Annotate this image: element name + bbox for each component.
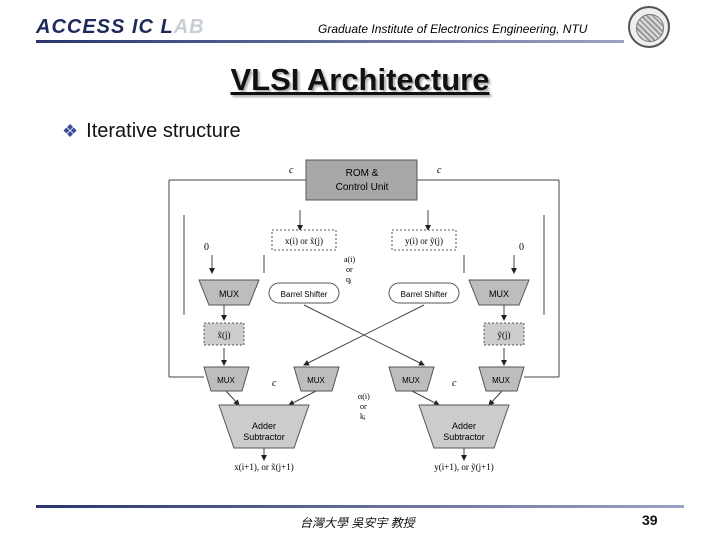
register-y-mid <box>483 322 525 346</box>
register-x-top <box>271 229 337 251</box>
c-label-right: c <box>437 165 442 176</box>
mux-top-right <box>468 279 530 306</box>
iterative-structure-diagram: ROM & Control Unit c c 0 0 x(i) or x̃(j)… <box>168 159 560 472</box>
rom-control-unit <box>305 159 418 201</box>
rom-label-2: Control Unit <box>336 182 389 193</box>
side2-a-label: α(i) <box>358 392 370 401</box>
zero-label-right: 0 <box>519 242 524 253</box>
mux-bottom-2 <box>293 366 340 392</box>
page-number: 39 <box>642 512 658 528</box>
side-a-label: a(i) <box>344 255 355 264</box>
slide-title: VLSI Architecture <box>230 62 490 97</box>
institute-name: Graduate Institute of Electronics Engine… <box>318 22 588 36</box>
mux-bottom-1 <box>203 366 250 392</box>
register-y-top <box>391 229 457 251</box>
mux-top-left <box>198 279 260 306</box>
adder-subtractor-right <box>418 404 510 449</box>
register-x-top-label: x(i) or x̃(j) <box>285 236 323 246</box>
register-x-mid-label: x̃(j) <box>218 330 231 340</box>
mux-top-left-label: MUX <box>219 289 239 299</box>
barrel-shifter-right-label: Barrel Shifter <box>401 290 448 299</box>
side2-k-label: kⱼ <box>360 412 365 421</box>
c-mid-left: c <box>272 378 277 389</box>
mux-bottom-3-label: MUX <box>402 376 420 385</box>
barrel-shifter-left-label: Barrel Shifter <box>281 290 328 299</box>
adder-right-label-2: Subtractor <box>443 432 485 442</box>
output-right-label: y(i+1), or ỹ(j+1) <box>434 462 493 472</box>
mux-bottom-3 <box>388 366 435 392</box>
rom-label-1: ROM & <box>346 168 379 179</box>
mux-bottom-1-label: MUX <box>217 376 235 385</box>
side-or-label: or <box>346 265 353 274</box>
diamond-bullet-icon: ❖ <box>62 121 79 141</box>
lab-logo-dark: ACCESS IC L <box>36 16 174 38</box>
register-y-top-label: y(i) or ỹ(j) <box>405 236 443 246</box>
barrel-shifter-left <box>268 282 340 304</box>
zero-label-left: 0 <box>204 242 209 253</box>
register-x-mid <box>203 322 245 346</box>
adder-left-label-2: Subtractor <box>243 432 285 442</box>
lab-logo-text: ACCESS IC LAB <box>36 16 205 39</box>
lab-logo-fade: AB <box>173 16 205 38</box>
side-q-label: qⱼ <box>346 275 351 284</box>
side2-or-label: or <box>360 402 367 411</box>
bullet-item: ❖ Iterative structure <box>62 120 241 143</box>
adder-left-label-1: Adder <box>252 421 276 431</box>
adder-subtractor-left <box>218 404 310 449</box>
adder-right-label-1: Adder <box>452 421 476 431</box>
output-left-label: x(i+1), or x̃(j+1) <box>234 462 293 472</box>
c-mid-right: c <box>452 378 457 389</box>
mux-bottom-4 <box>478 366 525 392</box>
university-seal-icon <box>628 6 670 48</box>
register-y-mid-label: ỹ(j) <box>498 330 511 340</box>
bullet-text: Iterative structure <box>86 120 241 142</box>
header-divider <box>36 40 624 43</box>
mux-bottom-4-label: MUX <box>492 376 510 385</box>
mux-bottom-2-label: MUX <box>307 376 325 385</box>
footer-credit: 台灣大學 吳安宇 教授 <box>300 516 415 530</box>
mux-top-right-label: MUX <box>489 289 509 299</box>
footer-divider <box>36 505 684 508</box>
barrel-shifter-right <box>388 282 460 304</box>
c-label-left: c <box>289 165 294 176</box>
